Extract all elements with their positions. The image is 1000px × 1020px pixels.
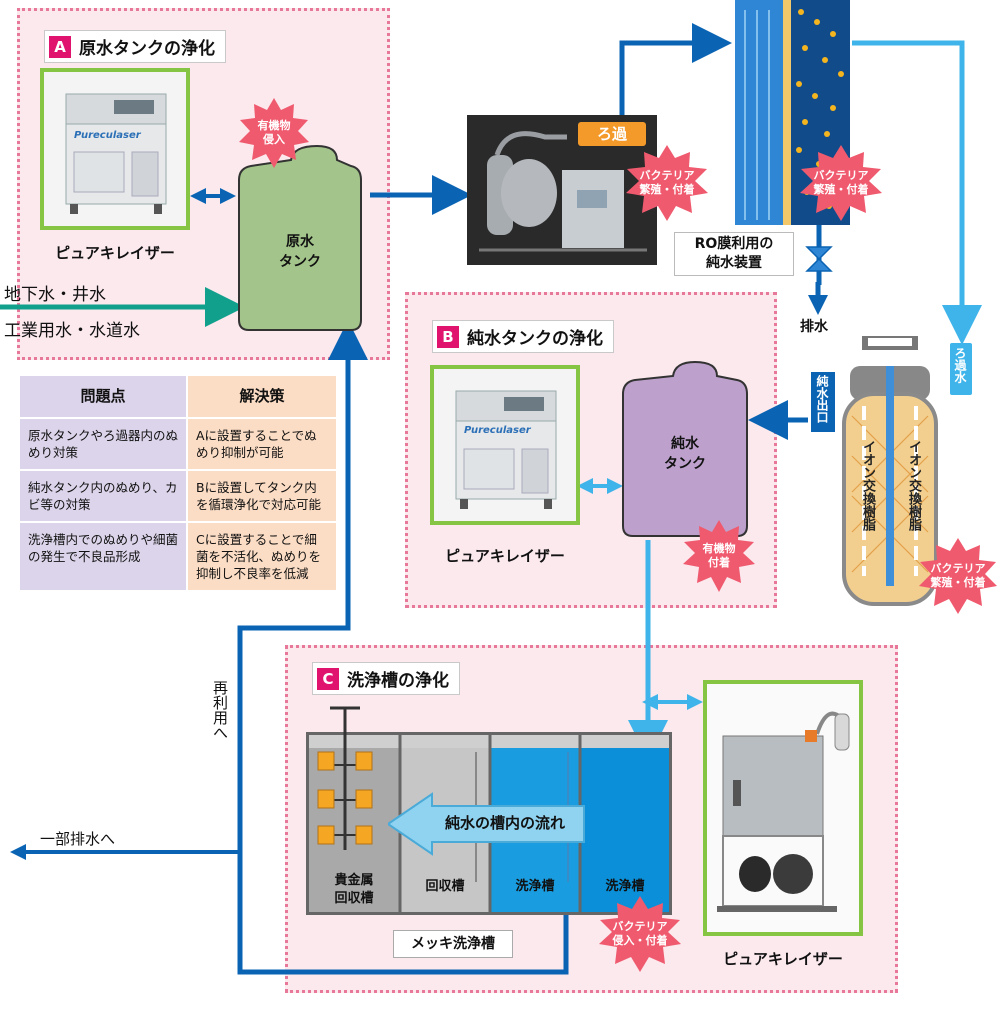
reuse-label: 再利用へ bbox=[211, 680, 229, 740]
drain-label: 排水 bbox=[800, 319, 828, 335]
plating-label: メッキ洗浄槽 bbox=[393, 930, 513, 958]
table-header-row: 問題点 解決策 bbox=[18, 374, 338, 419]
plating-rack-icon bbox=[317, 706, 373, 850]
bath-precious-metal-label: 貴金属 回収槽 bbox=[334, 873, 374, 906]
filter-vessel-icon bbox=[479, 131, 647, 252]
purifier-machine-icon bbox=[65, 93, 167, 214]
burst-bacteria-intrusion: バクテリア 侵入・付着 bbox=[612, 920, 668, 947]
burst-organic-intrusion-icon bbox=[239, 98, 309, 168]
raw-tank-shape bbox=[238, 144, 362, 331]
table-row: 洗浄槽内でのぬめりや細菌の発生で不良品形成 Cに設置することで細菌を不活化、ぬめ… bbox=[18, 521, 338, 592]
table-cell-solution: Bに設置してタンク内を循環浄化で対応可能 bbox=[186, 469, 338, 523]
section-b-text: 純水タンクの浄化 bbox=[467, 329, 603, 349]
filter-label: ろ過 bbox=[578, 122, 646, 146]
burst-bacteria-1-icon bbox=[626, 145, 708, 221]
table-row: 純水タンク内のぬめり、カビ等の対策 Bに設置してタンク内を循環浄化で対応可能 bbox=[18, 469, 338, 523]
bath-wash-2-label: 洗浄槽 bbox=[605, 879, 645, 894]
pure-water-outlet-tag: 純水出口 bbox=[811, 372, 835, 432]
ro-drain-valve-icon bbox=[805, 225, 833, 285]
bath-wash-2 bbox=[581, 748, 669, 912]
purifier-a-label: ピュアキレイザー bbox=[55, 244, 175, 262]
section-b-letter: B bbox=[437, 325, 459, 348]
section-c-title: C 洗浄槽の浄化 bbox=[312, 662, 460, 695]
bath-flow-label: 純水の槽内の流れ bbox=[444, 814, 565, 832]
purifier-b-logo: Pureculaser bbox=[464, 425, 531, 436]
bath-wash-1-label: 洗浄槽 bbox=[515, 879, 555, 894]
burst-organic-intrusion: 有機物 侵入 bbox=[257, 119, 291, 146]
pure-water-outlet-label: 純水出口 bbox=[815, 375, 829, 423]
purifier-c-photo bbox=[703, 680, 863, 936]
burst-bacteria-3-icon bbox=[919, 538, 997, 614]
table-cell-solution: Aに設置することでぬめり抑制が可能 bbox=[186, 417, 338, 471]
table-header-problem: 問題点 bbox=[18, 374, 188, 419]
problem-solution-table: 問題点 解決策 原水タンクやろ過器内のぬめり対策 Aに設置することでぬめり抑制が… bbox=[18, 374, 338, 592]
table-cell-problem: 純水タンク内のぬめり、カビ等の対策 bbox=[18, 469, 188, 523]
input-groundwater: 地下水・井水 bbox=[4, 285, 106, 305]
section-c-letter: C bbox=[317, 667, 339, 690]
table-cell-problem: 原水タンクやろ過器内のぬめり対策 bbox=[18, 417, 188, 471]
burst-bacteria-1: バクテリア 繁殖・付着 bbox=[639, 169, 695, 196]
burst-bacteria-intrusion-icon bbox=[599, 896, 681, 972]
section-a-letter: A bbox=[49, 35, 71, 58]
input-industrial: 工業用水・水道水 bbox=[4, 321, 140, 341]
bath-flow-arrow bbox=[388, 792, 585, 856]
burst-bacteria-3: バクテリア 繁殖・付着 bbox=[930, 562, 986, 589]
resin-column-graphic bbox=[842, 336, 938, 606]
section-c-text: 洗浄槽の浄化 bbox=[347, 671, 449, 691]
filtered-water-tag: ろ過水 bbox=[950, 343, 972, 395]
burst-organic-adhesion: 有機物 付着 bbox=[702, 542, 736, 569]
table-cell-problem: 洗浄槽内でのぬめりや細菌の発生で不良品形成 bbox=[18, 521, 188, 592]
resin-column bbox=[840, 336, 940, 614]
purifier-c-label: ピュアキレイザー bbox=[723, 950, 843, 968]
filter-photo bbox=[467, 115, 657, 265]
burst-bacteria-2-icon bbox=[800, 145, 882, 221]
raw-tank-label: 原水 タンク bbox=[279, 234, 321, 270]
purifier-machine-large-icon bbox=[717, 711, 850, 912]
section-b-title: B 純水タンクの浄化 bbox=[432, 320, 614, 353]
resin-label-right: イオン交換樹脂 bbox=[906, 440, 921, 531]
ro-label: RO膜利用の 純水装置 bbox=[674, 232, 794, 276]
pure-tank-shape bbox=[622, 360, 748, 537]
resin-label-left: イオン交換樹脂 bbox=[860, 440, 875, 531]
purifier-a-logo: Pureculaser bbox=[74, 130, 141, 141]
partial-drain-label: 一部排水へ bbox=[40, 830, 116, 848]
pure-tank-label: 純水 タンク bbox=[664, 436, 706, 472]
purifier-b-photo: Pureculaser bbox=[430, 365, 580, 525]
table-header-solution: 解決策 bbox=[186, 374, 338, 419]
burst-organic-adhesion-icon bbox=[683, 520, 755, 592]
purifier-a-photo: Pureculaser bbox=[40, 68, 190, 230]
table-cell-solution: Cに設置することで細菌を不活化、ぬめりを抑制し不良率を低減 bbox=[186, 521, 338, 592]
bath-recovery-label: 回収槽 bbox=[425, 879, 465, 894]
filtered-water-label: ろ過水 bbox=[953, 347, 967, 383]
section-a-text: 原水タンクの浄化 bbox=[79, 39, 215, 59]
section-a-title: A 原水タンクの浄化 bbox=[44, 30, 226, 63]
table-row: 原水タンクやろ過器内のぬめり対策 Aに設置することでぬめり抑制が可能 bbox=[18, 417, 338, 471]
purifier-machine-icon bbox=[455, 390, 557, 509]
purifier-b-label: ピュアキレイザー bbox=[445, 547, 565, 565]
burst-bacteria-2: バクテリア 繁殖・付着 bbox=[813, 169, 869, 196]
